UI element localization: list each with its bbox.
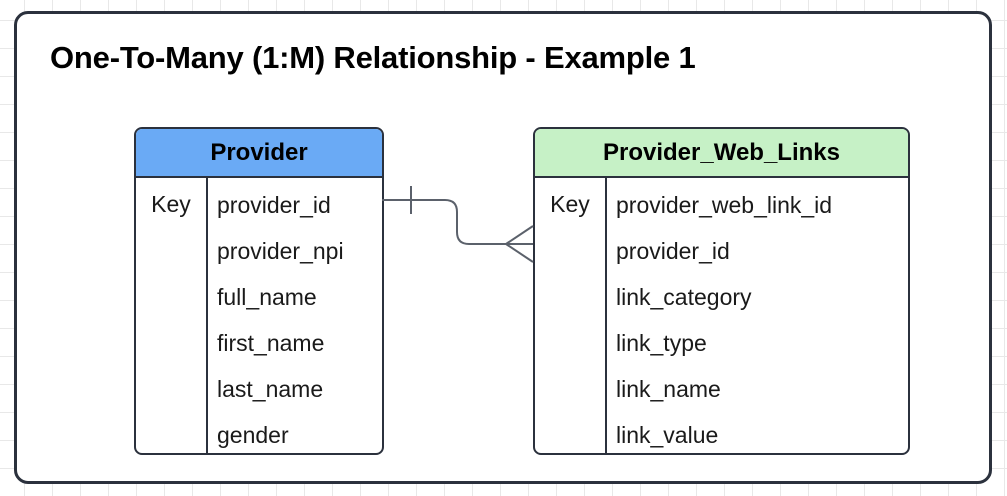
attribute-row[interactable]: provider_npi: [217, 238, 344, 264]
page-title: One-To-Many (1:M) Relationship - Example…: [50, 40, 696, 75]
entity-provider-web-links-body: Key provider_web_link_id provider_id lin…: [535, 178, 908, 453]
attribute-row[interactable]: link_value: [616, 422, 719, 448]
crows-foot-icon-upper: [505, 225, 534, 245]
relationship-line: [382, 199, 506, 245]
entity-provider-web-links-key-column: Key: [535, 178, 607, 453]
attribute-row[interactable]: provider_id: [217, 192, 331, 218]
entity-provider-web-links-title: Provider_Web_Links: [535, 129, 908, 178]
attribute-row[interactable]: link_type: [616, 330, 707, 356]
entity-provider-body: Key provider_id provider_npi full_name f…: [136, 178, 382, 453]
entity-provider-title: Provider: [136, 129, 382, 178]
key-label: Key: [151, 191, 191, 217]
entity-provider-web-links[interactable]: Provider_Web_Links Key provider_web_link…: [533, 127, 910, 455]
attribute-row[interactable]: first_name: [217, 330, 325, 356]
entity-provider-web-links-attribute-column: provider_web_link_id provider_id link_ca…: [607, 178, 908, 453]
attribute-row[interactable]: last_name: [217, 376, 324, 402]
attribute-row[interactable]: provider_id: [616, 238, 730, 264]
attribute-row[interactable]: full_name: [217, 284, 317, 310]
attribute-row[interactable]: provider_web_link_id: [616, 192, 833, 218]
key-label: Key: [550, 191, 590, 217]
attribute-row[interactable]: link_category: [616, 284, 752, 310]
entity-provider[interactable]: Provider Key provider_id provider_npi fu…: [134, 127, 384, 455]
attribute-row[interactable]: gender: [217, 422, 289, 448]
crows-foot-icon-lower: [505, 243, 534, 263]
diagram-frame: One-To-Many (1:M) Relationship - Example…: [14, 11, 992, 484]
entity-provider-key-column: Key: [136, 178, 208, 453]
attribute-row[interactable]: link_name: [616, 376, 721, 402]
relationship-connector-one-to-many[interactable]: [377, 174, 547, 274]
entity-provider-attribute-column: provider_id provider_npi full_name first…: [208, 178, 382, 453]
